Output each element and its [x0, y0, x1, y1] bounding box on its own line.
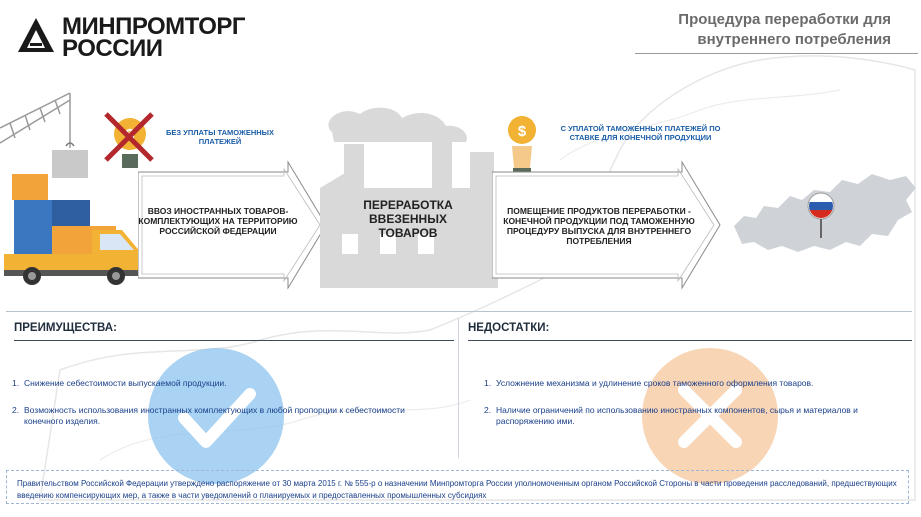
factory-label: ПЕРЕРАБОТКА ВВЕЗЕННЫХ ТОВАРОВ	[363, 198, 453, 240]
check-icon	[148, 348, 284, 484]
footer-note: Правительством Российской Федерации утве…	[6, 470, 909, 504]
disadvantages-underline	[468, 340, 912, 341]
flag-pin-icon	[807, 192, 835, 238]
list-number: 1.	[12, 378, 20, 388]
crossed-coin-icon: $	[104, 112, 154, 168]
release-arrow	[492, 160, 721, 290]
factory-icon	[320, 107, 498, 288]
cross-circle-icon	[642, 348, 778, 484]
with-duties-label: С УПЛАТОЙ ТАМОЖЕННЫХ ПЛАТЕЖЕЙ ПО СТАВКЕ …	[560, 124, 721, 142]
svg-text:$: $	[518, 123, 527, 140]
list-item: 2. Возможность использования иностранных…	[12, 405, 432, 427]
chevron-left-icon[interactable]: ‹	[6, 236, 14, 257]
list-text: Усложнение механизма и удлинение сроков …	[496, 378, 814, 388]
logo-text: МИНПРОМТОРГ РОССИИ	[62, 13, 246, 62]
no-duties-label: БЕЗ УПЛАТЫ ТАМОЖЕННЫХ ПЛАТЕЖЕЙ	[165, 128, 274, 146]
import-arrow-label: ВВОЗ ИНОСТРАННЫХ ТОВАРОВ-КОМПЛЕКТУЮЩИХ Н…	[138, 206, 298, 236]
advantages-title: ПРЕИМУЩЕСТВА:	[14, 322, 117, 334]
list-item: 1. Снижение себестоимости выпускаемой пр…	[12, 378, 432, 389]
center-divider	[458, 318, 459, 458]
import-arrow	[138, 160, 327, 290]
list-text: Возможность использования иностранных ко…	[24, 405, 405, 426]
disadvantages-list: 1. Усложнение механизма и удлинение срок…	[484, 378, 884, 443]
logo-icon	[18, 18, 54, 52]
title-underline	[635, 53, 918, 54]
advantages-underline	[14, 340, 454, 341]
list-text: Наличие ограничений по использованию ино…	[496, 405, 858, 426]
list-item: 1. Усложнение механизма и удлинение срок…	[484, 378, 884, 389]
page-title: Процедура переработки для внутреннего по…	[678, 11, 891, 48]
list-number: 2.	[484, 405, 492, 415]
advantages-list: 1. Снижение себестоимости выпускаемой пр…	[12, 378, 432, 443]
disadvantages-title: НЕДОСТАТКИ:	[468, 322, 550, 334]
list-number: 1.	[484, 378, 492, 388]
truck-icon	[4, 174, 146, 285]
release-arrow-label: ПОМЕЩЕНИЕ ПРОДУКТОВ ПЕРЕРАБОТКИ - КОНЕЧН…	[503, 206, 695, 246]
list-number: 2.	[12, 405, 20, 415]
logo-line1: МИНПРОМТОРГ	[62, 13, 246, 40]
list-text: Снижение себестоимости выпускаемой проду…	[24, 378, 227, 388]
logo-line2: РОССИИ	[62, 35, 163, 62]
top-divider	[6, 311, 912, 312]
list-item: 2. Наличие ограничений по использованию …	[484, 405, 884, 427]
crane-icon	[0, 92, 88, 178]
